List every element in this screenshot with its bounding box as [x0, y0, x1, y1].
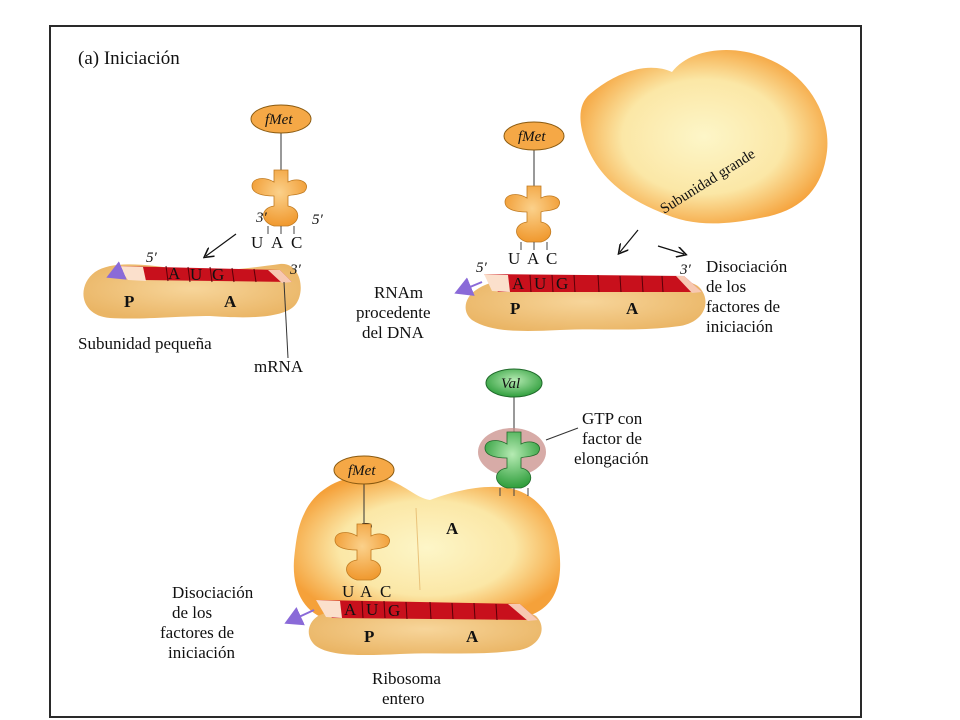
- anticodon-a: A: [271, 233, 284, 252]
- fmet-amino-3: [333, 455, 395, 485]
- label-mrna: mRNA: [254, 357, 304, 376]
- mrna-strand-2: [484, 274, 702, 293]
- panel-complete-ribosome: P A A U G P A fMet U A C: [160, 368, 649, 708]
- val-amino: [485, 368, 543, 398]
- label-rnam-2: procedente: [356, 303, 431, 322]
- codon-g: G: [212, 265, 224, 284]
- label3-diso-2: de los: [172, 603, 212, 622]
- codon-u: U: [190, 265, 202, 284]
- fmet-label-2: fMet: [518, 129, 546, 145]
- label-subunidad-pequena: Subunidad pequeña: [78, 334, 212, 353]
- large-subunit: [580, 49, 828, 224]
- gtp-leader: [545, 427, 579, 441]
- val-label: Val: [501, 376, 520, 392]
- label-diso-3: factores de: [706, 297, 780, 316]
- panel-small-subunit: A U G 5′ 3′ P A Subunidad pequeña mRNA f…: [78, 104, 324, 376]
- codon-a: A: [168, 264, 181, 283]
- mrna-strand-3: [316, 600, 538, 621]
- codon2-a: A: [512, 274, 525, 293]
- label-5prime: 5′: [146, 250, 158, 266]
- label-gtp-1: GTP con: [582, 409, 643, 428]
- site-p: P: [124, 292, 134, 311]
- panel-large-subunit-joining: Subunidad grande A U G 5′ 3′ P A RNAm pr…: [356, 49, 828, 342]
- label3-diso-1: Disociación: [172, 583, 254, 602]
- label-gtp-2: factor de: [582, 429, 642, 448]
- label2-5prime: 5′: [476, 260, 488, 276]
- trna-5prime: 5′: [312, 212, 324, 228]
- exit-arrow: [106, 261, 127, 280]
- fmet-amino-2: [503, 121, 565, 151]
- ribo-small-a: A: [466, 627, 479, 646]
- label-3prime: 3′: [289, 262, 302, 278]
- anticodon3-a: A: [360, 582, 373, 601]
- codon2-u: U: [534, 274, 546, 293]
- codon3-u: U: [366, 600, 378, 619]
- binding-arrow: [206, 233, 237, 256]
- exit-arrow-2: [454, 277, 483, 296]
- label3-diso-4: iniciación: [168, 643, 236, 662]
- label-ribosoma-1: Ribosoma: [372, 669, 441, 688]
- label3-diso-3: factores de: [160, 623, 234, 642]
- label-rnam-1: RNAm: [374, 283, 423, 302]
- anticodon2-c: C: [546, 249, 557, 268]
- trna-body-3: [334, 523, 390, 581]
- dissociation-arrow: [657, 245, 684, 254]
- ribo-small-p: P: [364, 627, 374, 646]
- ribosome-small-subunit: [308, 607, 542, 656]
- fmet-label-3: fMet: [348, 463, 376, 479]
- trna-body: [251, 169, 307, 227]
- fmet-label: fMet: [265, 112, 293, 128]
- anticodon-u: U: [251, 233, 263, 252]
- site2-p: P: [510, 299, 520, 318]
- label-diso-2: de los: [706, 277, 746, 296]
- codon3-g: G: [388, 601, 400, 620]
- site2-a: A: [626, 299, 639, 318]
- anticodon3-c: C: [380, 582, 391, 601]
- val-trna-body: [484, 431, 540, 489]
- label-ribosoma-2: entero: [382, 689, 424, 708]
- exit-arrow-3: [284, 607, 315, 626]
- label-diso-1: Disociación: [706, 257, 788, 276]
- trna-body-2: [504, 185, 560, 243]
- anticodon2-u: U: [508, 249, 520, 268]
- mrna-strand: [118, 265, 292, 283]
- ribo-site-a: A: [446, 519, 459, 538]
- label-gtp-3: elongación: [574, 449, 649, 468]
- figure-title: (a) Iniciación: [78, 48, 180, 69]
- fmet-amino: [250, 104, 312, 134]
- anticodon-c: C: [291, 233, 302, 252]
- join-arrow: [620, 229, 639, 252]
- anticodon2-a: A: [527, 249, 540, 268]
- label2-3prime: 3′: [679, 262, 692, 278]
- label-rnam-3: del DNA: [362, 323, 425, 342]
- label-diso-4: iniciación: [706, 317, 774, 336]
- codon2-g: G: [556, 274, 568, 293]
- trna-3prime: 3′: [255, 210, 268, 226]
- mrna-leader: [283, 281, 289, 359]
- anticodon3-u: U: [342, 582, 354, 601]
- ribosome-large-subunit: [293, 475, 561, 620]
- codon3-a: A: [344, 600, 357, 619]
- site-a: A: [224, 292, 237, 311]
